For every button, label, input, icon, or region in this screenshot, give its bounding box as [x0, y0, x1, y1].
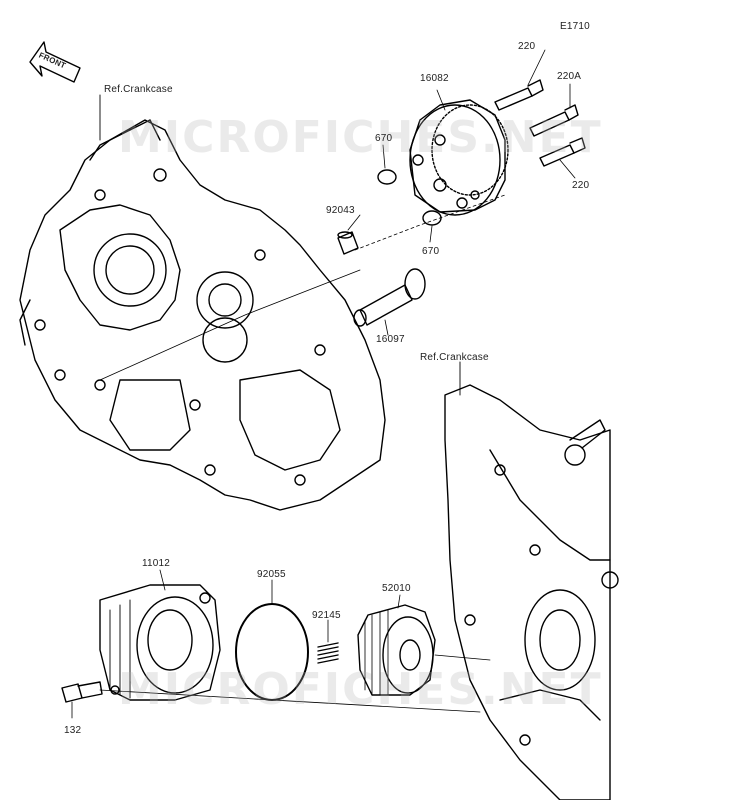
ref-crankcase-upper: Ref.Crankcase — [104, 84, 173, 95]
o-ring-670-a — [377, 169, 397, 185]
crankcase-lower-drawing — [444, 384, 619, 800]
diagram-code: E1710 — [560, 21, 590, 32]
part-92145[interactable]: 92145 — [312, 610, 341, 621]
part-670-a[interactable]: 670 — [375, 133, 393, 144]
part-220A[interactable]: 220A — [557, 71, 582, 82]
part-670-b[interactable]: 670 — [422, 246, 440, 257]
part-52010[interactable]: 52010 — [382, 583, 411, 594]
crankcase-upper-drawing — [19, 119, 386, 511]
oil-filter-52010-drawing — [357, 604, 436, 696]
part-220-bottom[interactable]: 220 — [572, 180, 590, 191]
bolt-132-drawing — [61, 681, 103, 703]
oil-pump-assembly-drawing — [409, 79, 586, 216]
part-132[interactable]: 132 — [64, 725, 82, 736]
o-ring-670-b — [422, 210, 442, 226]
spring-92145-drawing — [317, 642, 339, 664]
oil-pipe-16097-drawing — [353, 268, 426, 327]
part-92043[interactable]: 92043 — [326, 205, 355, 216]
collar-92043-drawing — [337, 231, 359, 255]
filter-cover-11012-drawing — [99, 584, 221, 701]
part-16097[interactable]: 16097 — [376, 334, 405, 345]
part-220-top[interactable]: 220 — [518, 41, 536, 52]
part-16082[interactable]: 16082 — [420, 73, 449, 84]
front-arrow-icon — [29, 41, 81, 83]
part-92055[interactable]: 92055 — [257, 569, 286, 580]
watermark-upper: MICROFICHES.NET — [118, 112, 603, 163]
watermark-lower: MICROFICHES.NET — [118, 664, 603, 715]
ref-crankcase-lower: Ref.Crankcase — [420, 352, 489, 363]
part-11012[interactable]: 11012 — [142, 558, 171, 569]
